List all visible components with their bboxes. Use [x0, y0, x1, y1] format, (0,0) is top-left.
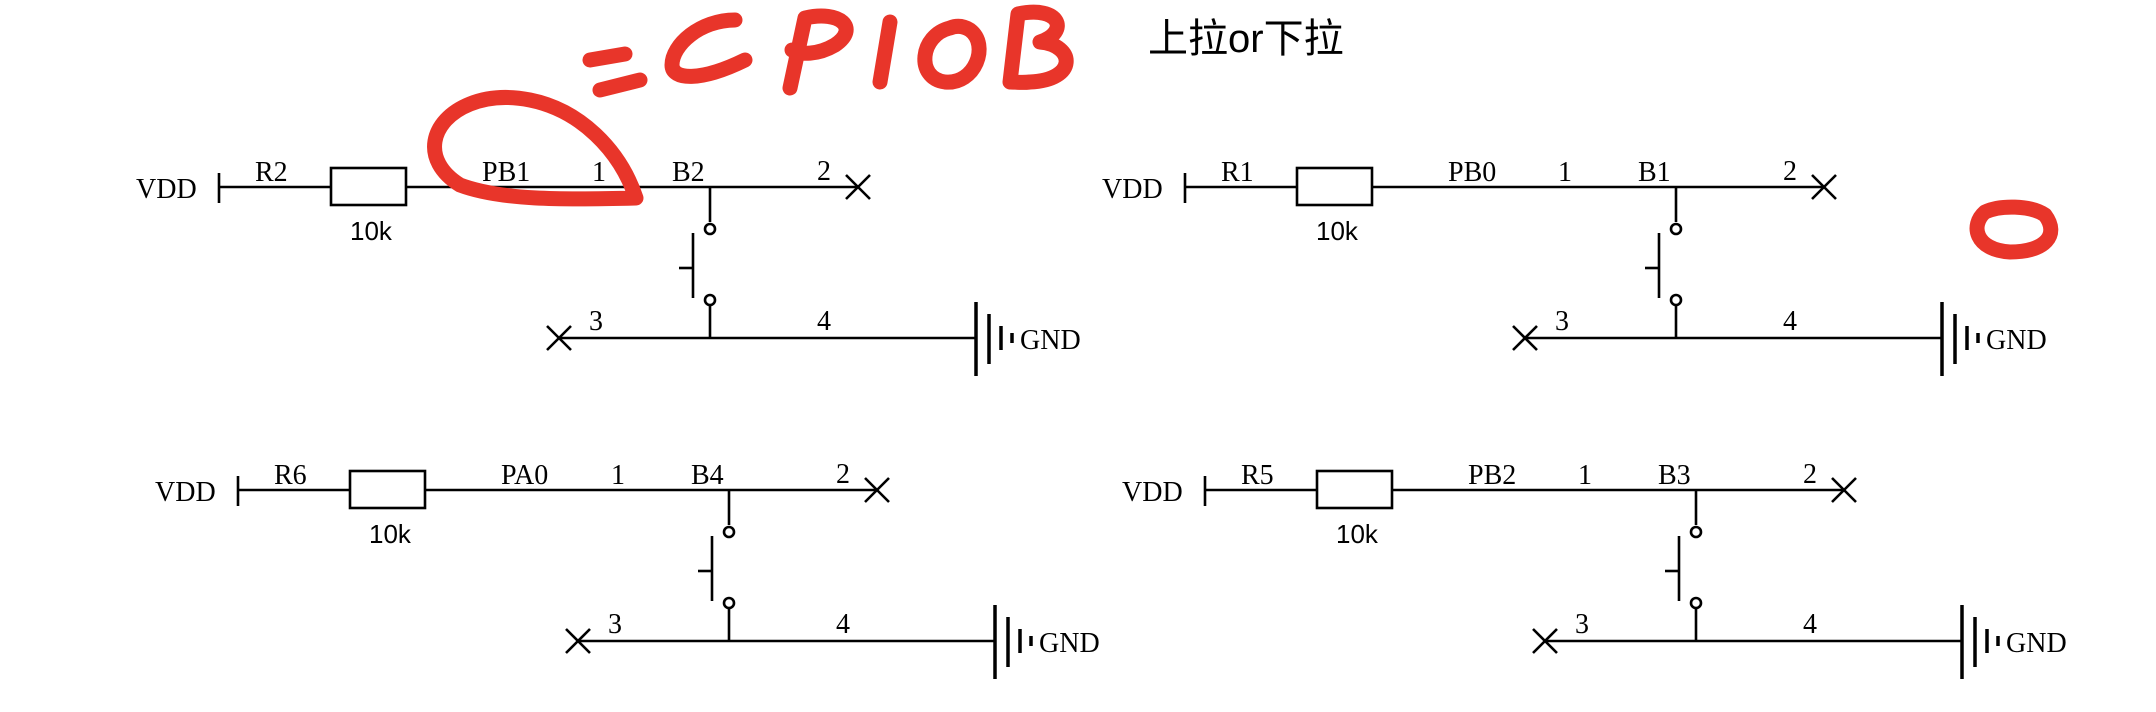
- resistor-value: 10k: [350, 216, 393, 246]
- handwritten-annotation: [427, 4, 2059, 260]
- pin-label: 1: [611, 460, 625, 491]
- vdd-label: VDD: [136, 174, 197, 205]
- circuit-3: VDD R6 10k PA0 1 B4 2 3 4 GND: [155, 459, 1100, 679]
- switch-contact: [703, 293, 717, 307]
- circuit-1: VDD R2 10k PB1 1 B2 2 3 4 GND: [136, 156, 1081, 376]
- ink-circle-right: [1969, 199, 2059, 260]
- pin-label: 3: [1575, 609, 1589, 640]
- pin-label: 4: [817, 306, 831, 337]
- ground-label: GND: [1020, 325, 1081, 356]
- ink-letter-i: [872, 14, 898, 90]
- no-connect-mark: [864, 477, 890, 503]
- pin-label: 2: [836, 459, 850, 490]
- net-label: PB2: [1468, 460, 1516, 491]
- switch-contact: [722, 525, 736, 539]
- circuit-2: VDD R1 10k PB0 1 B1 2 3 4 GND: [1102, 156, 2047, 376]
- pin-label: 1: [1578, 460, 1592, 491]
- resistor-label: R5: [1241, 460, 1274, 491]
- button-label: B3: [1658, 460, 1691, 491]
- pin-label: 2: [1783, 156, 1797, 187]
- switch-contact: [722, 596, 736, 610]
- ground-label: GND: [1986, 325, 2047, 356]
- resistor-value: 10k: [369, 519, 412, 549]
- button-label: B1: [1638, 157, 1671, 188]
- no-connect-mark: [1831, 477, 1857, 503]
- circuit-4: VDD R5 10k PB2 1 B3 2 3 4 GND: [1122, 459, 2067, 679]
- pin-label: 1: [1558, 157, 1572, 188]
- no-connect-mark: [845, 174, 871, 200]
- switch-contact: [703, 222, 717, 236]
- switch-contact: [1669, 222, 1683, 236]
- switch-contact: [1669, 293, 1683, 307]
- pin-label: 4: [1783, 306, 1797, 337]
- resistor-symbol: [329, 166, 408, 207]
- button-label: B4: [691, 460, 724, 491]
- switch-contact: [1689, 525, 1703, 539]
- ink-letter-g: [664, 12, 753, 84]
- no-connect-mark: [1532, 628, 1558, 654]
- button-label: B2: [672, 157, 705, 188]
- annotation-note: 上拉or下拉: [1148, 17, 1344, 61]
- resistor-value: 10k: [1316, 216, 1359, 246]
- ground-label: GND: [2006, 628, 2067, 659]
- resistor-value: 10k: [1336, 519, 1379, 549]
- pin-label: 3: [608, 609, 622, 640]
- pin-label: 1: [592, 157, 606, 188]
- no-connect-mark: [1811, 174, 1837, 200]
- pin-label: 4: [836, 609, 850, 640]
- pin-label: 3: [589, 306, 603, 337]
- pin-label: 4: [1803, 609, 1817, 640]
- vdd-label: VDD: [155, 477, 216, 508]
- vdd-label: VDD: [1122, 477, 1183, 508]
- resistor-symbol: [1295, 166, 1374, 207]
- no-connect-mark: [1512, 325, 1538, 351]
- ink-dash: [582, 46, 648, 98]
- vdd-label: VDD: [1102, 174, 1163, 205]
- ink-letter-p: [782, 8, 854, 96]
- no-connect-mark: [546, 325, 572, 351]
- resistor-symbol: [1315, 469, 1394, 510]
- resistor-label: R6: [274, 460, 307, 491]
- pin-label: 2: [817, 156, 831, 187]
- no-connect-mark: [565, 628, 591, 654]
- resistor-symbol: [348, 469, 427, 510]
- net-label: PA0: [501, 460, 548, 491]
- ink-letter-b: [1002, 4, 1074, 90]
- resistor-label: R2: [255, 157, 288, 188]
- pin-label: 2: [1803, 459, 1817, 490]
- net-label: PB0: [1448, 157, 1496, 188]
- pin-label: 3: [1555, 306, 1569, 337]
- ink-letter-o: [917, 18, 987, 90]
- resistor-label: R1: [1221, 157, 1254, 188]
- net-label: PB1: [482, 157, 530, 188]
- ink-circle: [427, 89, 644, 207]
- switch-contact: [1689, 596, 1703, 610]
- ground-label: GND: [1039, 628, 1100, 659]
